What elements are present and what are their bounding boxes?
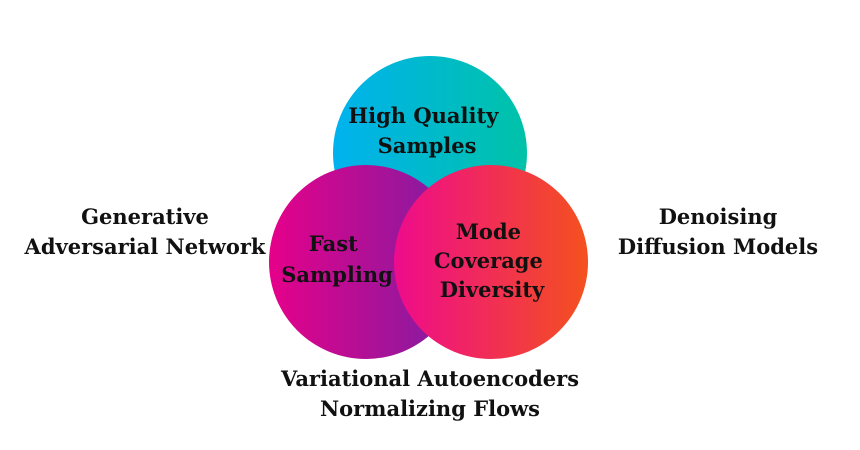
diffusion-label-line-2: Diffusion Models: [617, 234, 819, 259]
gan-label: Generative Adversarial Network: [20, 202, 270, 262]
circle-mode-coverage-diversity: [394, 165, 588, 359]
vae-flows-label-line-1: Variational Autoencoders: [280, 366, 580, 391]
circle-top-label-line-2: Samples: [378, 133, 477, 158]
vae-flows-label: Variational Autoencoders Normalizing Flo…: [270, 364, 590, 424]
circle-top-label: High Quality Samples: [348, 103, 505, 158]
diffusion-label: Denoising Diffusion Models: [598, 202, 838, 262]
circle-left-label-line-1: Fast: [309, 231, 358, 256]
gan-label-line-2: Adversarial Network: [24, 234, 266, 259]
vae-flows-label-line-2: Normalizing Flows: [319, 396, 540, 421]
circle-right-label-line-3: Diversity: [440, 277, 545, 302]
circle-right-label-line-1: Mode: [456, 219, 521, 244]
circle-right-label-line-2: Coverage: [434, 248, 543, 273]
diffusion-label-line-1: Denoising: [658, 204, 778, 229]
circle-left-label: Fast Sampling: [281, 231, 393, 287]
circle-left-label-line-2: Sampling: [281, 262, 393, 287]
circle-top-label-line-1: High Quality: [348, 103, 499, 128]
circle-right-label: Mode Coverage Diversity: [434, 219, 550, 302]
gan-label-line-1: Generative: [81, 204, 209, 229]
